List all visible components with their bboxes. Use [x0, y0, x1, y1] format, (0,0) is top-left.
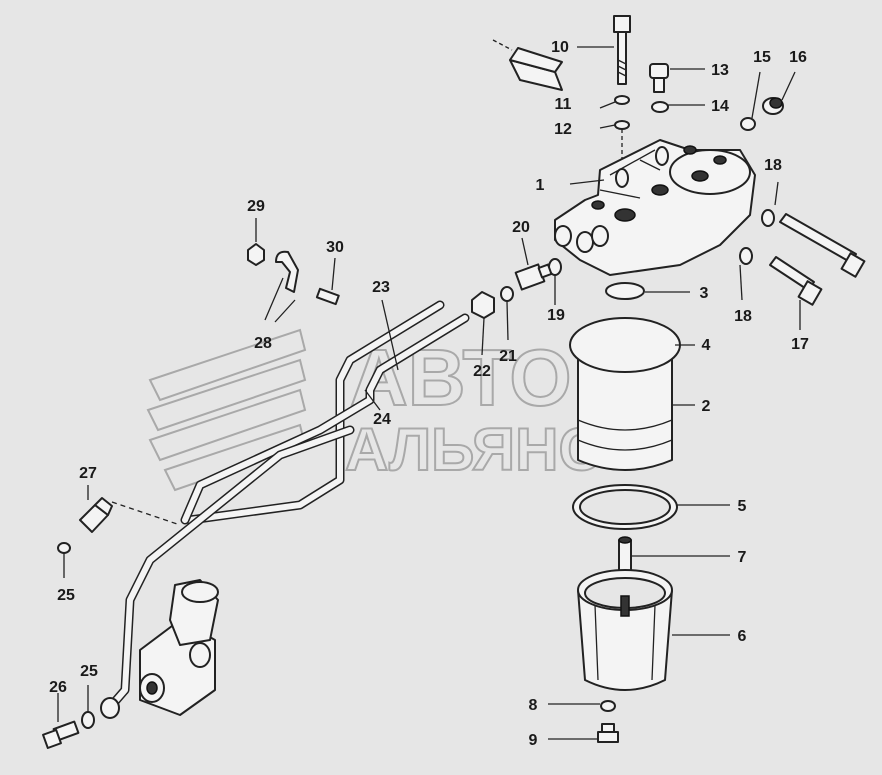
label-23: 23 — [372, 279, 390, 296]
label-17: 17 — [791, 336, 809, 353]
label-26: 26 — [49, 679, 67, 696]
label-4: 4 — [702, 337, 711, 354]
bleed-screw-13 — [649, 63, 669, 93]
washer-12 — [614, 120, 630, 130]
washer-8 — [600, 700, 616, 712]
label-24: 24 — [373, 411, 391, 428]
label-18-upper: 18 — [764, 157, 782, 174]
label-6: 6 — [738, 628, 747, 645]
watermark-emblem — [146, 328, 307, 492]
label-19: 19 — [547, 307, 565, 324]
banjo-fitting — [100, 697, 120, 719]
leader-lines — [57, 46, 801, 740]
label-5: 5 — [738, 498, 747, 515]
bolt-upper — [779, 213, 866, 278]
label-10: 10 — [551, 39, 569, 56]
washer-11 — [614, 95, 630, 105]
label-15: 15 — [753, 49, 771, 66]
label-13: 13 — [711, 62, 729, 79]
fitting-20 — [514, 263, 553, 291]
feed-pump — [139, 579, 219, 716]
washer-25-lower — [81, 711, 95, 729]
seal-ring-4 — [569, 317, 681, 373]
fitting-27 — [79, 497, 113, 533]
banjo-bolt-26 — [42, 720, 80, 749]
fuel-line-24 — [180, 313, 470, 525]
label-30: 30 — [326, 239, 344, 256]
label-25-upper: 25 — [57, 587, 75, 604]
label-22: 22 — [473, 363, 491, 380]
label-9: 9 — [529, 732, 538, 749]
bolt-30 — [315, 287, 340, 306]
washer-25-upper — [57, 542, 71, 554]
label-2: 2 — [702, 398, 711, 415]
washer-18-upper — [761, 209, 775, 227]
label-3: 3 — [700, 285, 709, 302]
label-14: 14 — [711, 98, 729, 115]
bolt-10 — [613, 15, 631, 85]
callout-labels: 10 11 12 13 14 15 16 1 18 18 17 3 4 2 5 … — [49, 39, 809, 749]
label-8: 8 — [529, 697, 538, 714]
nut-22 — [471, 291, 495, 319]
watermark-line2: АЛЬЯНС — [345, 416, 602, 483]
fuel-line-lower — [107, 425, 355, 710]
filter-head-1 — [554, 139, 756, 276]
plug-16 — [762, 97, 784, 115]
label-29: 28 — [254, 335, 272, 352]
washer-15 — [740, 117, 756, 131]
washer-18-lower — [739, 247, 753, 265]
olive-21 — [500, 286, 514, 302]
o-ring-3 — [605, 282, 645, 300]
label-28: 29 — [247, 198, 265, 215]
label-21: 21 — [499, 348, 517, 365]
label-25-lower: 25 — [80, 663, 98, 680]
label-16: 16 — [789, 49, 807, 66]
label-12: 12 — [554, 121, 572, 138]
sleeve-part — [492, 39, 563, 91]
washer-14 — [651, 101, 669, 113]
drain-plug-9 — [597, 723, 619, 743]
filter-bowl-6 — [577, 569, 673, 691]
label-27: 27 — [79, 465, 97, 482]
label-11: 11 — [555, 96, 572, 113]
bolt-17 — [769, 256, 823, 306]
label-20: 20 — [512, 219, 530, 236]
label-7: 7 — [738, 549, 747, 566]
watermark-line1: АВТО — [350, 333, 572, 422]
watermark-logo: АВТО АЛЬЯНС — [146, 328, 603, 492]
clip-29 — [275, 250, 299, 293]
label-18-lower: 18 — [734, 308, 752, 325]
label-1: 1 — [536, 177, 545, 194]
nut-28 — [247, 243, 265, 266]
